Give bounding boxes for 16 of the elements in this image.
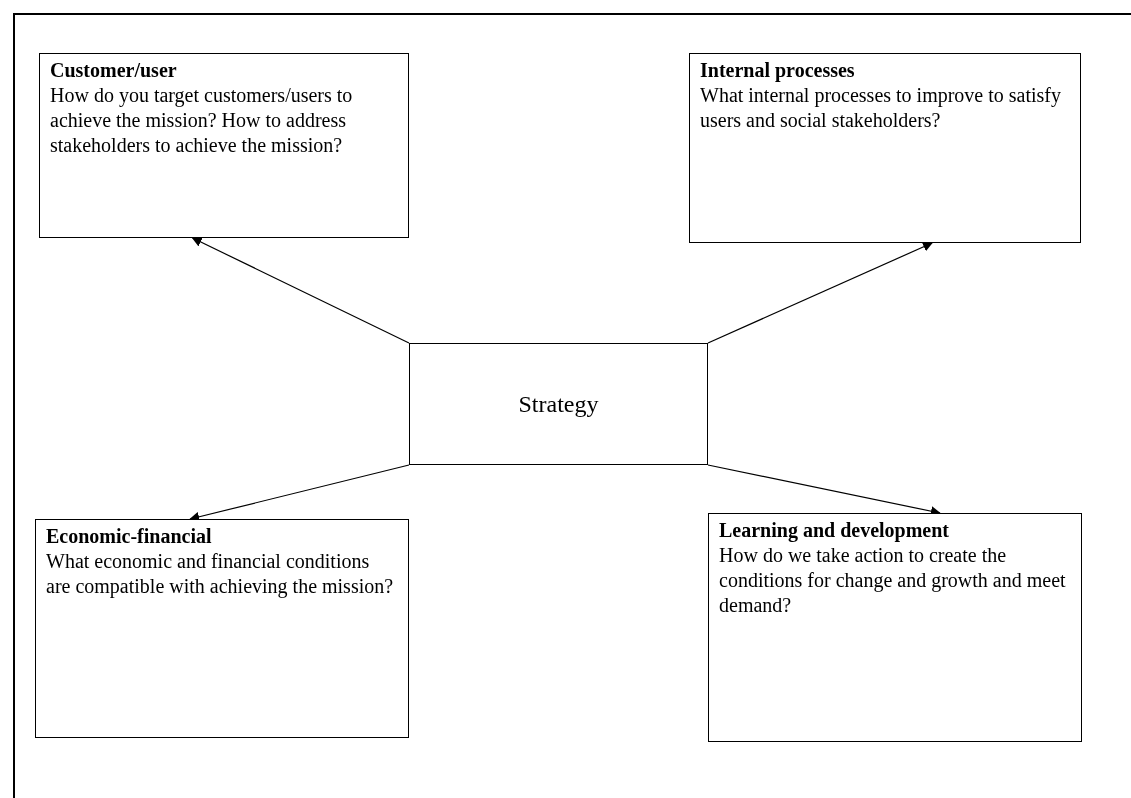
box-heading: Internal processes (700, 58, 856, 83)
box-label: Strategy (518, 391, 599, 417)
box-heading: Customer/user (50, 58, 178, 83)
strategy-box (409, 343, 708, 465)
arrow (191, 237, 410, 344)
perspective-box (708, 513, 1082, 742)
box-question: How do we take action to create the conditions for change and growth and meet demand? (719, 543, 1067, 618)
perspective-box (35, 519, 409, 738)
box-question: How do you target customers/users to achieve the mission? How to address stakeholders to achieve the mission? (50, 83, 354, 158)
box-heading: Learning and development (719, 518, 951, 543)
arrow (707, 242, 933, 344)
perspective-box (689, 53, 1081, 243)
box-heading: Economic-financial (46, 524, 213, 549)
box-question: What economic and financial conditions are compatible with achieving the mission? (46, 549, 395, 599)
perspective-box (39, 53, 409, 238)
box-question: What internal processes to improve to satisfy users and social stakeholders? (700, 83, 1062, 133)
